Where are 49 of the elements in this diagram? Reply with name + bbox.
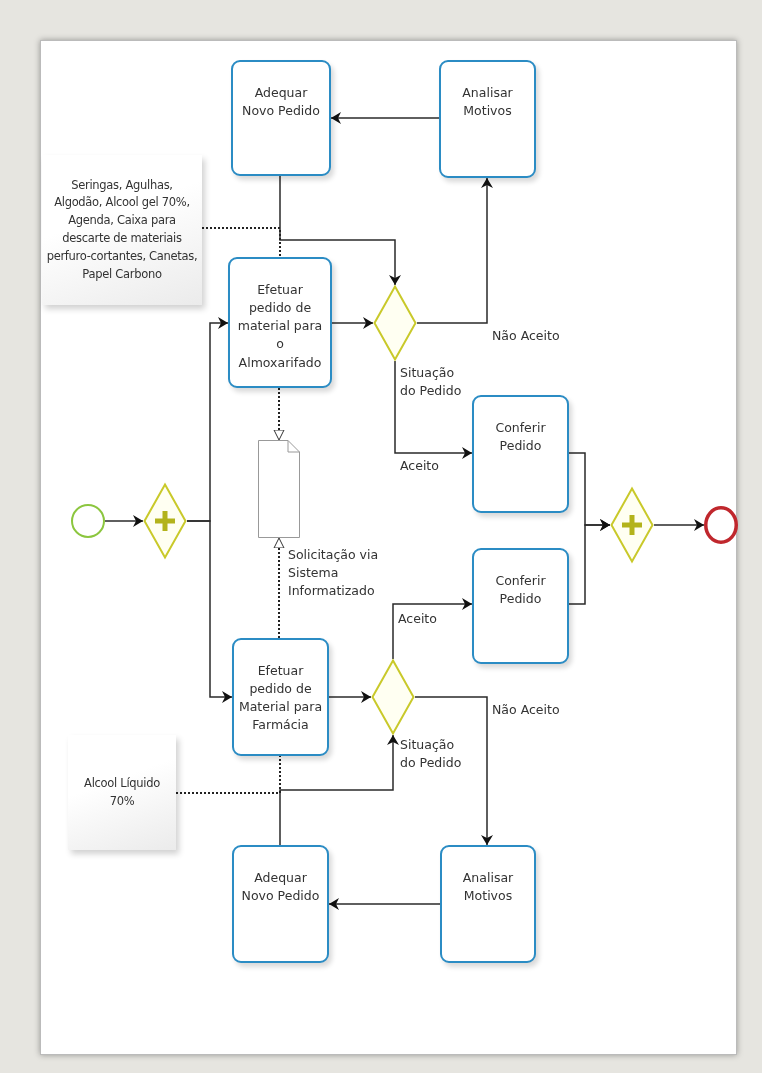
annotation-box (42, 155, 202, 305)
sequence-arrow (416, 177, 493, 324)
task-label: Analisar Motivos (461, 869, 515, 906)
gateway-label: Situação do Pedido (400, 736, 463, 773)
sequence-arrow (394, 360, 473, 459)
gateway-diamond (371, 659, 415, 735)
gateway-diamond (143, 483, 187, 559)
task-label: Analisar Motivos (461, 84, 514, 121)
event-circle (71, 504, 105, 538)
sequence-arrow (392, 598, 473, 660)
association-line (273, 387, 285, 441)
annotation-text: Seringas, Agulhas, Algodão, Alcool gel 70%, Agenda, Caixa para descarte de materiais perfuro-cortantes, Canetas, Papel Carbono (46, 176, 198, 283)
task-label: Efetuar pedido de Material para Farmácia (238, 662, 323, 735)
gateway-diamond (610, 487, 654, 563)
association-line (273, 537, 285, 639)
gateway-diamond (373, 285, 417, 361)
task-box (472, 395, 569, 513)
gateway-label: Situação do Pedido (400, 364, 463, 401)
task-box (231, 60, 331, 176)
document-label: Solicitação via Sistema Informatizado (288, 546, 380, 601)
sequence-arrow (104, 515, 144, 527)
sequence-arrow (331, 317, 374, 329)
task-box (232, 845, 329, 963)
task-box (472, 548, 569, 664)
task-box (439, 60, 536, 178)
sequence-arrow (568, 519, 611, 605)
task-box (440, 845, 536, 963)
task-label: Adequar Novo Pedido (240, 869, 321, 906)
task-label: Conferir Pedido (494, 572, 547, 609)
task-label: Adequar Novo Pedido (241, 84, 321, 121)
task-label: Conferir Pedido (494, 419, 547, 456)
sequence-arrow (328, 691, 372, 703)
edge-label: Não Aceito (490, 702, 562, 717)
sequence-arrow (279, 734, 399, 846)
sequence-arrow (328, 898, 441, 910)
document-shape (258, 440, 300, 538)
task-label: Efetuar pedido de material para o Almoxarifado (236, 281, 324, 372)
sequence-arrow (414, 696, 493, 846)
sequence-arrow (279, 175, 401, 286)
edge-label: Aceito (396, 611, 439, 626)
edge-label: Não Aceito (490, 328, 562, 343)
sequence-arrow (186, 520, 233, 703)
edge-label: Aceito (398, 458, 441, 473)
annotation-text: Alcool Líquido 70% (83, 774, 161, 810)
sequence-arrow (653, 519, 705, 531)
task-box (232, 638, 329, 756)
sequence-arrow (330, 112, 440, 124)
task-box (228, 257, 332, 388)
annotation-box (68, 735, 176, 850)
